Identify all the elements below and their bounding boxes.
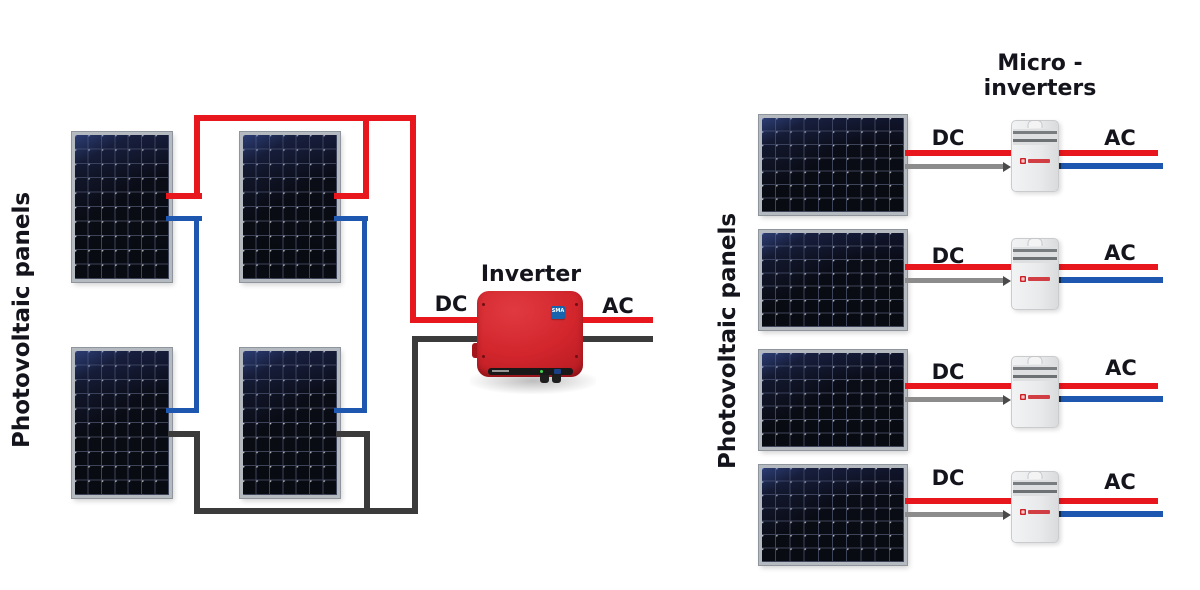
ac-label: AC (1104, 241, 1136, 265)
ac-label: AC (1104, 126, 1136, 150)
right-side-label: Photovoltaic panels (715, 212, 741, 470)
ac-neutral-wire (1061, 511, 1163, 517)
dc-negative-wire (166, 216, 202, 221)
cable-gland-icon (1027, 471, 1043, 479)
micro-inverters-title-line1: Micro - (997, 51, 1083, 76)
wire-arrow-icon (1003, 276, 1011, 286)
inverter-side-connector (472, 343, 480, 358)
pv-panel-2 (239, 131, 341, 283)
pv-panel-r4 (758, 464, 908, 566)
dc-negative-wire (334, 216, 368, 221)
status-led-icon (540, 370, 543, 373)
wire-arrow-icon (1003, 395, 1011, 405)
micro-inverter-2 (1011, 238, 1059, 310)
dc-label: DC (931, 466, 965, 490)
ac-neutral-wire (1061, 163, 1163, 169)
micro-inverter-3 (1011, 356, 1059, 428)
clamp-line (1013, 257, 1057, 260)
clamp-line (1013, 482, 1057, 485)
inverter-title: Inverter (480, 262, 582, 287)
inverter-cable-gland (540, 375, 549, 383)
ac-label: AC (1105, 356, 1137, 380)
left-side-label: Photovoltaic panels (9, 191, 35, 449)
string-inverter: SMA (477, 291, 583, 377)
ac-neutral-wire (580, 336, 653, 342)
dc-positive-wire (905, 150, 1011, 156)
dc-positive-wire (905, 498, 1011, 504)
dc-negative-wire (905, 397, 1004, 402)
pv-panel-r2 (758, 229, 908, 331)
dc-negative-wire (334, 408, 367, 413)
pv-panel-r1 (758, 114, 908, 216)
string-return-wire (336, 431, 370, 437)
wire-arrow-icon (1003, 510, 1011, 520)
string-return-wire (412, 336, 478, 342)
ac-neutral-wire (1061, 396, 1163, 402)
wire-arrow-icon (1003, 162, 1011, 172)
ac-neutral-wire (1061, 277, 1163, 283)
pv-panel-3 (71, 347, 173, 499)
ac-line-wire (1051, 383, 1158, 389)
string-return-wire (364, 431, 370, 514)
display-icon (554, 369, 561, 374)
pv-panel-4 (239, 347, 341, 499)
micro-inverter-4 (1011, 471, 1059, 543)
ac-line-wire (1051, 498, 1158, 504)
dc-label: DC (931, 126, 965, 150)
ac-line-wire (1051, 264, 1158, 270)
micro-inverter-brand-logo (1020, 509, 1050, 515)
dc-negative-wire (905, 164, 1004, 169)
screw-icon (575, 303, 578, 306)
ac-label: AC (1104, 470, 1136, 494)
string-return-wire (412, 336, 418, 514)
dc-positive-wire (905, 264, 1011, 270)
clamp-line (1013, 139, 1057, 142)
micro-inverter-brand-logo (1020, 276, 1050, 282)
ac-line-wire (580, 317, 653, 323)
inverter-bottom-panel (488, 368, 573, 375)
cable-gland-icon (1027, 356, 1043, 364)
ac-line-wire (1051, 150, 1158, 156)
clamp-line (1013, 131, 1057, 134)
micro-inverter-1 (1011, 120, 1059, 192)
ac-label: AC (602, 294, 634, 318)
clamp-line (1013, 367, 1057, 370)
dc-label: DC (434, 292, 468, 316)
dc-label: DC (931, 360, 965, 384)
clamp-line (1013, 249, 1057, 252)
screw-icon (575, 355, 578, 358)
inverter-model-text (492, 370, 509, 372)
cable-gland-icon (1027, 120, 1043, 128)
micro-inverter-brand-logo (1020, 394, 1050, 400)
dc-positive-wire (334, 193, 369, 199)
screw-icon (482, 355, 485, 358)
dc-positive-wire (410, 317, 478, 323)
cable-gland-icon (1027, 238, 1043, 246)
string-return-wire (168, 431, 200, 437)
clamp-line (1013, 375, 1057, 378)
pv-panel-r3 (758, 349, 908, 451)
dc-positive-wire (166, 193, 202, 199)
dc-negative-wire (194, 216, 199, 413)
inverter-cable-gland (552, 375, 561, 383)
dc-negative-wire (905, 278, 1004, 283)
string-return-wire (194, 508, 418, 514)
sma-logo: SMA (551, 306, 565, 319)
string-return-wire (194, 431, 200, 514)
dc-negative-wire (905, 512, 1004, 517)
dc-positive-wire (194, 115, 416, 121)
clamp-line (1013, 490, 1057, 493)
pv-panel-1 (71, 131, 173, 283)
dc-negative-wire (166, 408, 199, 413)
dc-positive-wire (363, 115, 369, 199)
dc-negative-wire (362, 216, 367, 413)
micro-inverter-brand-logo (1020, 158, 1050, 164)
dc-positive-wire (410, 115, 416, 323)
dc-positive-wire (194, 115, 200, 199)
dc-positive-wire (905, 383, 1011, 389)
screw-icon (482, 303, 485, 306)
micro-inverters-title: Micro - inverters (984, 51, 1097, 101)
micro-inverters-title-line2: inverters (983, 76, 1097, 101)
